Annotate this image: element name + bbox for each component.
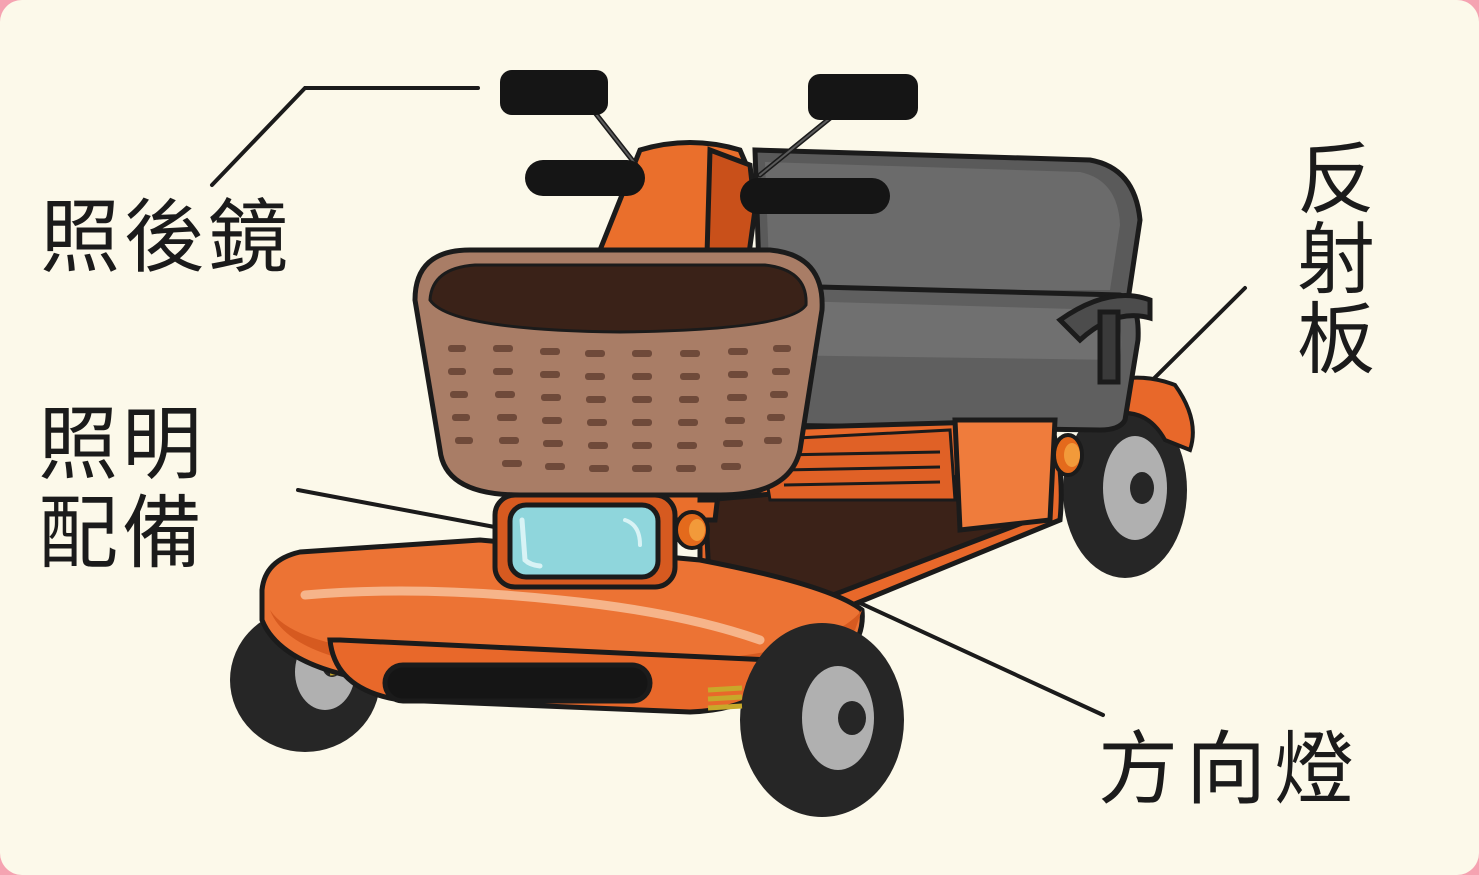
label-reflector: 反射板 — [1284, 138, 1374, 378]
handlebar-grips — [525, 160, 890, 214]
headlight — [492, 492, 678, 590]
suspension-springs — [707, 685, 743, 711]
rear-reflector — [1052, 433, 1084, 477]
mirror-callout-line — [210, 86, 480, 187]
label-mirror: 照後鏡 — [40, 191, 292, 284]
label-lighting-line2: 配備 — [38, 487, 206, 580]
rear-right-wheel — [1063, 402, 1187, 578]
front-bumper — [259, 537, 865, 715]
label-lighting-line1: 照明 — [38, 398, 206, 491]
basket-weave — [448, 345, 791, 472]
basket — [412, 247, 825, 498]
label-turn-signal: 方向燈 — [1098, 723, 1362, 816]
front-right-wheel — [740, 623, 904, 817]
turn-signal-light — [674, 510, 710, 550]
rear-view-mirrors — [500, 70, 918, 120]
lighting-callout-line — [296, 488, 502, 530]
